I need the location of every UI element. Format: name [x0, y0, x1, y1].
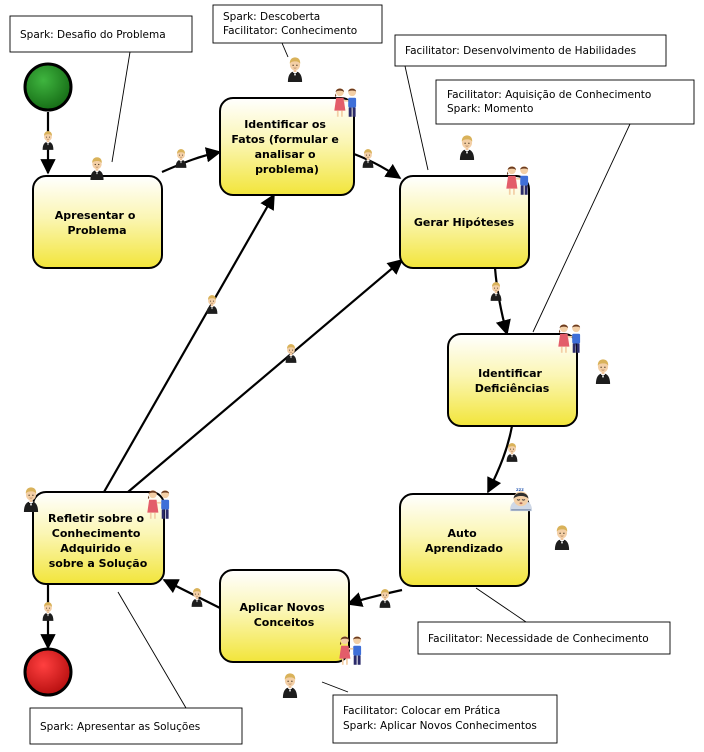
facilitator-icon — [90, 157, 104, 180]
note-knowledge-acquisition: Facilitator: Aquisição de Conhecimento S… — [435, 79, 695, 125]
svg-text:Spark: Descoberta Facili: Spark: Descoberta Facilitator: Conhecime… — [223, 11, 357, 37]
note-present-solutions: Spark: Apresentar as Soluções — [29, 707, 243, 745]
node-present-label: Apresentar o Problema — [55, 209, 139, 237]
start-node — [23, 62, 73, 112]
node-hypotheses-label: Gerar Hipóteses — [414, 216, 515, 229]
note-spark-challenge: Spark: Desafio do Problema — [9, 15, 193, 53]
facilitator-icon — [506, 442, 518, 462]
note-need-knowledge: Facilitator: Necessidade de Conhecimento — [417, 621, 671, 655]
flow-edges — [40, 112, 514, 650]
edge-hypotheses-to-deficiencies — [493, 267, 511, 336]
edge-selflearning-to-apply — [346, 588, 403, 607]
svg-text:Spark: Desafio do Problema: Spark: Desafio do Problema — [20, 29, 166, 41]
note-spark-discovery: Spark: Descoberta Facilitator: Conhecime… — [212, 4, 383, 44]
facilitator-icon — [287, 57, 303, 82]
svg-text:Spark: Apresentar as Soluções: Spark: Apresentar as Soluções — [40, 721, 200, 733]
students-icon — [338, 635, 362, 666]
note-put-into-practice: Facilitator: Colocar em Prática Spark: A… — [332, 694, 558, 744]
edge-present-to-facts — [161, 147, 222, 174]
svg-text:Facilitator: Aquisição de Conh: Facilitator: Aquisição de Conhecimento S… — [447, 89, 655, 115]
end-node — [23, 647, 73, 697]
facilitator-icon — [282, 673, 298, 698]
facilitator-icon — [459, 135, 475, 160]
edge-facts-to-hypotheses — [353, 152, 402, 179]
node-reflect-label: Refletir sobre o Conhecimento Adquirido … — [48, 512, 148, 570]
facilitator-icon — [490, 281, 502, 301]
edge-deficiencies-to-selflearning — [487, 425, 514, 494]
facilitator-icon — [42, 601, 54, 621]
node-generate-hypotheses: Gerar Hipóteses — [399, 175, 530, 269]
edge-reflect-to-facts — [103, 193, 275, 493]
edge-reflect-to-hypotheses — [127, 259, 404, 493]
node-apply-label: Aplicar Novos Conceitos — [239, 601, 328, 629]
node-self-learning-label: Auto Aprendizado — [425, 527, 503, 555]
svg-text:Facilitator: Colocar em Prátic: Facilitator: Colocar em Prática Spark: A… — [343, 705, 537, 732]
svg-text:Facilitator: Desenvolvimento d: Facilitator: Desenvolvimento de Habilida… — [405, 45, 636, 57]
node-present-problem: Apresentar o Problema — [32, 175, 163, 269]
facilitator-icon — [595, 359, 611, 384]
node-deficiencies-label: Identificar Deficiências — [475, 367, 550, 395]
node-reflect: Refletir sobre o Conhecimento Adquirido … — [32, 491, 165, 585]
edge-apply-to-reflect — [162, 579, 221, 609]
facilitator-icon — [379, 588, 391, 608]
svg-text:Facilitator: Necessidade de Co: Facilitator: Necessidade de Conhecimento — [428, 633, 649, 645]
facilitator-icon — [206, 294, 218, 314]
note-connectors — [111, 42, 631, 709]
node-identify-facts: Identificar os Fatos (formular e analisa… — [219, 97, 355, 196]
node-identify-deficiencies: Identificar Deficiências — [447, 333, 578, 427]
facilitator-icon — [175, 148, 187, 168]
facilitator-icon — [285, 343, 297, 363]
facilitator-icon — [42, 130, 54, 150]
note-skills-development: Facilitator: Desenvolvimento de Habilida… — [394, 34, 667, 67]
node-identify-facts-label: Identificar os Fatos (formular e analisa… — [231, 118, 342, 176]
facilitator-icon — [554, 525, 570, 550]
node-apply-concepts: Aplicar Novos Conceitos — [219, 569, 350, 663]
node-self-learning: Auto Aprendizado — [399, 493, 530, 587]
